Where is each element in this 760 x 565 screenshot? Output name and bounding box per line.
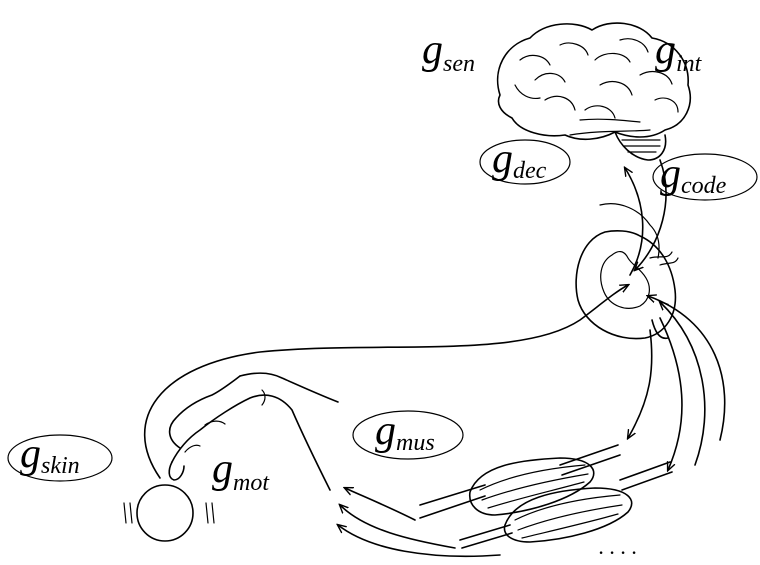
label-g-code: gcode [653,151,757,200]
svg-text:gmot: gmot [212,446,270,496]
spine-to-muscle-arrow-1 [628,330,652,438]
ball-icon [124,485,214,541]
muscle-icon [420,445,672,548]
svg-text:gint: gint [655,27,703,77]
spine-to-brain-arrow [625,168,643,275]
svg-text:gdec: gdec [492,136,547,184]
continuation-ellipsis: · · · · [598,540,637,565]
label-g-mus: gmus [353,408,463,459]
svg-text:gcode: gcode [660,151,727,199]
muscle-to-spine-arrow-1 [660,302,705,465]
svg-text:gmus: gmus [375,408,435,456]
label-g-sen: gsen [422,27,475,77]
svg-text:gsen: gsen [422,27,475,77]
muscle-to-arm-arrow-1 [345,488,415,520]
label-g-int: gint [655,27,703,77]
svg-text:gskin: gskin [20,431,80,479]
label-g-skin: gskin [8,431,112,481]
spine-to-muscle-arrow-2 [660,318,682,470]
label-g-dec: gdec [480,136,570,184]
label-g-mot: gmot [212,446,270,496]
